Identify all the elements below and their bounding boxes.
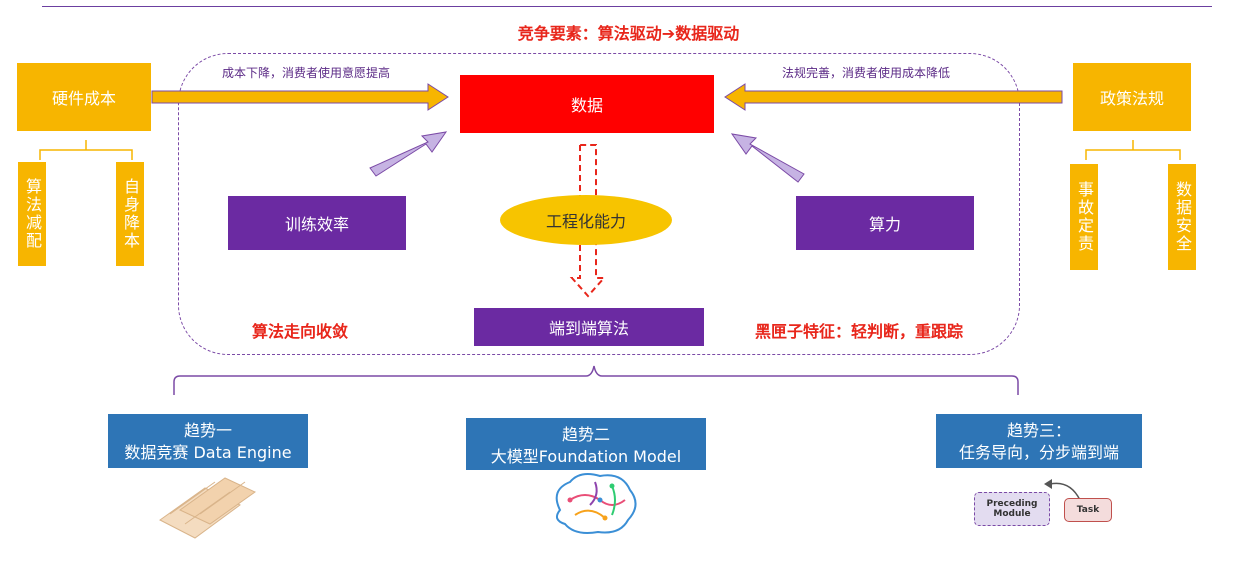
left-arrow xyxy=(151,83,449,111)
trend-two-subtitle: 大模型Foundation Model xyxy=(490,447,682,466)
engineering-ellipse: 工程化能力 xyxy=(500,195,672,245)
top-divider xyxy=(42,6,1212,7)
server-rack-icon xyxy=(159,477,256,539)
page-title: 竞争要素：算法驱动➔数据驱动 xyxy=(517,24,740,43)
policy-box: 政策法规 xyxy=(1073,63,1191,131)
self-cost-reduce-box: 自身降本 xyxy=(116,162,144,266)
left-note: 算法走向收敛 xyxy=(252,322,349,341)
brain-icon xyxy=(555,473,637,534)
trend-one-box: 趋势一 数据竞赛 Data Engine xyxy=(108,414,308,468)
trend-two-box: 趋势二 大模型Foundation Model xyxy=(466,418,706,470)
trend-one-subtitle: 数据竞赛 Data Engine xyxy=(124,443,292,462)
compute-arrow xyxy=(730,133,805,183)
task-loop-arrow xyxy=(1049,482,1081,501)
compute-box: 算力 xyxy=(796,196,974,250)
competition-region xyxy=(178,53,1020,355)
training-efficiency-box: 训练效率 xyxy=(228,196,406,250)
trend-two-title: 趋势二 xyxy=(561,425,610,444)
right-note: 黑匣子特征：轻判断，重跟踪 xyxy=(755,322,964,341)
task-loop-arrowhead xyxy=(1044,479,1052,489)
right-arrow xyxy=(724,83,1063,111)
trend-one-title: 趋势一 xyxy=(183,421,232,440)
training-arrow xyxy=(369,131,448,177)
hardware-cost-box: 硬件成本 xyxy=(17,63,151,131)
left-bracket xyxy=(39,140,133,160)
left-arrow-label: 成本下降，消费者使用意愿提高 xyxy=(222,66,391,80)
trend-three-box: 趋势三： 任务导向，分步端到端 xyxy=(936,414,1142,468)
right-arrow-label: 法规完善，消费者使用成本降低 xyxy=(782,66,951,80)
accident-liability-box: 事故定责 xyxy=(1070,164,1098,270)
trend-three-title: 趋势三： xyxy=(1006,421,1071,440)
trend-three-subtitle: 任务导向，分步端到端 xyxy=(958,443,1119,462)
data-security-box: 数据安全 xyxy=(1168,164,1196,270)
task-box: Task xyxy=(1064,498,1112,522)
e2e-algorithm-box: 端到端算法 xyxy=(474,308,704,346)
data-down-arrow xyxy=(569,144,607,298)
data-box: 数据 xyxy=(460,75,714,133)
right-bracket xyxy=(1085,140,1181,160)
bottom-brace xyxy=(173,365,1019,395)
preceding-module-box: Preceding Module xyxy=(974,492,1050,526)
algo-reduce-box: 算法减配 xyxy=(18,162,46,266)
